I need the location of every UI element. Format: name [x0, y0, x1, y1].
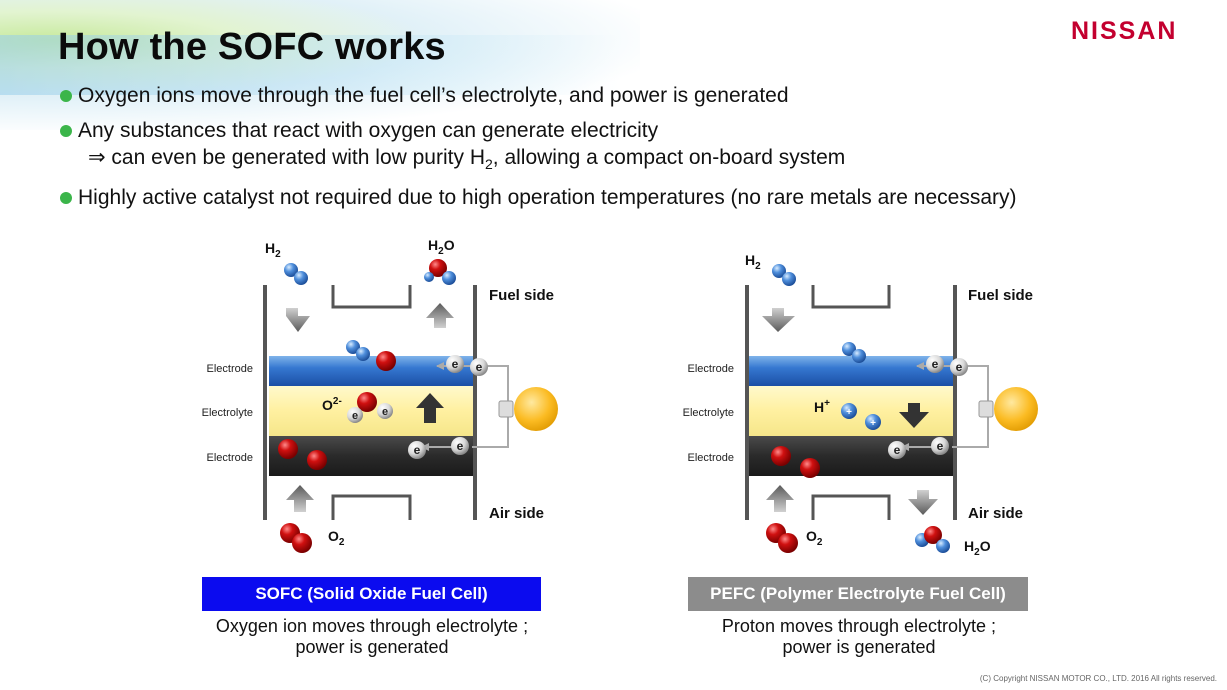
sofc-air-side-label: Air side [489, 505, 544, 522]
sofc-description: Oxygen ion moves through electrolyte ; p… [176, 616, 568, 658]
sofc-diagram: Electrode Electrolyte Electrode Fuel sid… [202, 237, 558, 553]
pefc-electrolyte-label: Electrolyte [683, 407, 734, 419]
sofc-o2-label: O2 [328, 528, 345, 548]
svg-text:+: + [870, 418, 876, 429]
svg-text:e: e [476, 360, 483, 374]
bullet-text: Highly active catalyst not required due … [78, 186, 1017, 210]
pefc-h2o-label: H2O [964, 538, 991, 558]
pefc-fuel-side-label: Fuel side [968, 287, 1033, 304]
pefc-description: Proton moves through electrolyte ; power… [659, 616, 1059, 658]
bullet-text: Any substances that react with oxygen ca… [78, 119, 659, 142]
svg-text:e: e [932, 357, 939, 371]
nissan-logo: NISSAN [1071, 17, 1178, 45]
sofc-ion-up-arrow-icon [416, 393, 444, 423]
pefc-top-bracket [811, 285, 891, 309]
sofc-h2o-up-arrow-icon [426, 303, 454, 328]
pefc-air-side-label: Air side [968, 505, 1023, 522]
bullet-sub-text: , allowing a compact on-board system [492, 146, 846, 169]
sofc-electrode-bottom-label: Electrode [207, 452, 253, 464]
pefc-o2-label: O2 [806, 528, 823, 548]
pefc-h2-reaction-icon [842, 342, 866, 363]
pefc-ion-label: H+ [814, 398, 830, 415]
sofc-h2-label: H2 [265, 240, 281, 260]
pefc-caption: PEFC (Polymer Electrolyte Fuel Cell) [688, 577, 1028, 611]
sofc-o2-molecule-icon [280, 523, 312, 553]
sofc-caption: SOFC (Solid Oxide Fuel Cell) [202, 577, 541, 611]
pefc-oxygen-atoms-icon [771, 446, 820, 478]
pefc-desc-line2: power is generated [782, 637, 936, 657]
sofc-ion-label: O2- [322, 396, 342, 413]
sofc-reaction-molecules-icon [346, 340, 396, 371]
sofc-fuel-side-label: Fuel side [489, 287, 554, 304]
sofc-h2o-molecule-icon [424, 259, 456, 285]
pefc-desc-line1: Proton moves through electrolyte ; [721, 616, 997, 636]
bullet-dot-icon [60, 90, 72, 102]
pefc-light-bulb-icon [978, 387, 1038, 431]
svg-text:e: e [457, 439, 464, 453]
pefc-proton-icon: + + [841, 403, 881, 430]
sofc-electrode-top [269, 356, 473, 386]
sofc-h2o-label: H2O [428, 237, 455, 257]
bullet-dot-icon [60, 192, 72, 205]
svg-text:e: e [414, 443, 421, 457]
bullet-subitem: ⇒ can even be generated with low purity … [60, 144, 1060, 178]
bullet-dot-icon [60, 125, 72, 137]
pefc-h2-label: H2 [745, 252, 761, 272]
svg-text:e: e [894, 443, 901, 457]
sofc-desc-line1: Oxygen ion moves through electrolyte ; [215, 616, 529, 636]
sofc-electrode-bottom [269, 436, 473, 476]
sofc-h2-down-arrow-icon [276, 308, 310, 332]
pefc-h2o-down-arrow-icon [908, 490, 938, 515]
svg-text:e: e [937, 439, 944, 453]
sofc-electron-circuit: e e e e [408, 355, 509, 459]
pefc-h2o-molecule-icon [915, 526, 950, 553]
sofc-h2-molecule-icon [284, 263, 308, 285]
bullet-item: Highly active catalyst not required due … [60, 184, 1060, 211]
pefc-diagram: Electrode Electrolyte Electrode Fuel sid… [683, 252, 1038, 558]
subscript: 2 [484, 156, 493, 173]
pefc-h2-down-arrow-icon [762, 308, 795, 332]
svg-text:e: e [382, 406, 388, 418]
bullet-text: Oxygen ions move through the fuel cell’s… [78, 84, 789, 107]
pefc-proton-down-arrow-icon [899, 403, 929, 428]
pefc-electrode-top-label: Electrode [688, 363, 734, 375]
pefc-o2-molecule-icon [766, 523, 798, 553]
pefc-bottom-bracket [811, 494, 891, 520]
sofc-desc-line2: power is generated [295, 637, 449, 657]
sofc-oxygen-ion-icon: e e [347, 392, 393, 423]
pefc-electron-circuit: e e e e [888, 355, 989, 459]
sofc-electrode-top-label: Electrode [207, 363, 253, 375]
sofc-top-bracket [331, 285, 412, 309]
pefc-h2-molecule-icon [772, 264, 796, 286]
page-title: How the SOFC works [58, 26, 446, 68]
bullet-sub-text: ⇒ can even be generated with low purity … [88, 146, 485, 169]
sofc-oxygen-atoms-icon [278, 439, 327, 470]
pefc-o2-up-arrow-icon [766, 485, 794, 512]
svg-text:e: e [452, 357, 459, 371]
bullet-item: Oxygen ions move through the fuel cell’s… [60, 82, 1060, 109]
sofc-electrolyte-label: Electrolyte [202, 407, 253, 419]
pefc-electrode-top [749, 356, 953, 386]
sofc-bottom-bracket [331, 494, 412, 520]
sofc-o2-up-arrow-icon [286, 485, 314, 512]
bullet-list: Oxygen ions move through the fuel cell’s… [60, 82, 1060, 211]
svg-text:e: e [956, 360, 963, 374]
svg-text:+: + [846, 407, 852, 418]
pefc-electrode-bottom-label: Electrode [688, 452, 734, 464]
svg-text:e: e [352, 410, 358, 422]
bullet-item: Any substances that react with oxygen ca… [60, 117, 1060, 144]
sofc-light-bulb-icon [498, 387, 558, 431]
copyright-text: (C) Copyright NISSAN MOTOR CO., LTD. 201… [979, 674, 1217, 683]
